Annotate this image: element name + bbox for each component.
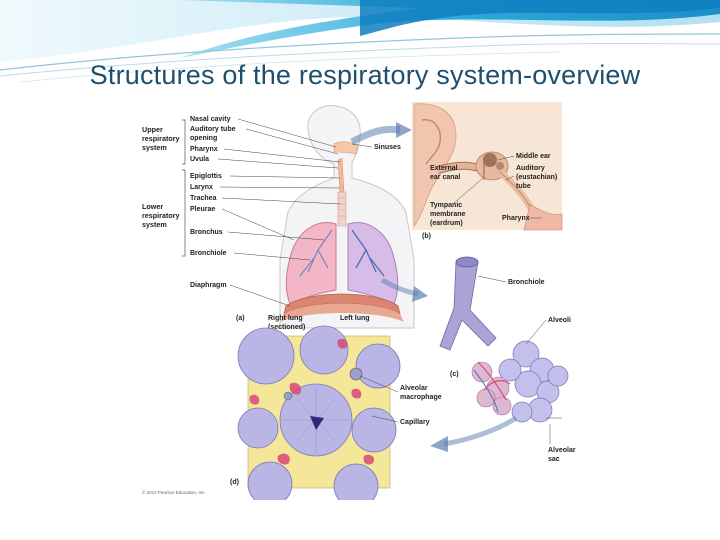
label-external-ear-canal-2: ear canal	[430, 174, 460, 181]
panel-d-letter: (d)	[230, 479, 239, 486]
respiratory-figure: Upper respiratory system Lower respirato…	[138, 100, 582, 500]
label-pharynx: Pharynx	[190, 146, 218, 153]
panel-b-ear-illustration	[412, 102, 563, 231]
label-nasal-cavity: Nasal cavity	[190, 116, 231, 123]
label-left-lung: Left lung	[340, 315, 370, 322]
diaphragm	[280, 293, 404, 322]
label-auditory-tube-3: tube	[516, 183, 531, 190]
label-middle-ear: Middle ear	[516, 153, 551, 160]
label-pharynx-ear: Pharynx	[502, 215, 530, 222]
panel-c-alveoli-illustration	[439, 256, 569, 423]
arrow-to-cells-panel	[430, 415, 518, 452]
header-wave-decoration	[0, 0, 720, 83]
label-auditory-tube-opening-2: opening	[190, 135, 217, 142]
label-tympanic-membrane-1: Tympanic	[430, 202, 462, 209]
copyright-note: © 2012 Pearson Education, Inc.	[142, 489, 206, 495]
label-bronchiole-c: Bronchiole	[508, 279, 545, 286]
label-pleurae: Pleurae	[190, 206, 215, 213]
upper-group-line-1: Upper	[142, 125, 163, 134]
label-alveolar-sac-2: sac	[548, 456, 560, 463]
label-alveolar-macrophage-2: macrophage	[400, 394, 442, 401]
arrow-to-ear-panel	[350, 122, 412, 146]
panel-d-labels: Alveolar macrophage Capillary (d) © 2012…	[142, 375, 442, 495]
label-trachea: Trachea	[190, 195, 217, 202]
right-lung	[285, 222, 337, 305]
lower-group-line-1: Lower	[142, 202, 163, 211]
label-alveolar-sac-1: Alveolar	[548, 447, 576, 454]
label-capillary: Capillary	[400, 419, 430, 426]
label-sinuses: Sinuses	[374, 144, 401, 151]
label-auditory-tube-1: Auditory	[516, 165, 545, 172]
slide-title: Structures of the respiratory system-ove…	[89, 60, 641, 90]
label-epiglottis: Epiglottis	[190, 173, 222, 180]
label-auditory-tube-opening-1: Auditory tube	[190, 126, 236, 133]
panel-b-letter: (b)	[422, 233, 431, 240]
label-larynx: Larynx	[190, 184, 213, 191]
label-right-lung-1: Right lung	[268, 315, 303, 322]
panel-c-labels: Bronchiole Alveoli (c) Alveolar sac	[450, 275, 576, 463]
trachea	[337, 191, 347, 227]
panel-d-cells-illustration	[237, 325, 401, 500]
label-right-lung-2: (sectioned)	[268, 324, 305, 331]
label-alveolar-macrophage-1: Alveolar	[400, 385, 428, 392]
head-airway	[333, 141, 359, 193]
label-alveoli: Alveoli	[548, 317, 571, 324]
arrow-to-alveoli-panel	[380, 277, 428, 302]
label-tympanic-membrane-2: membrane	[430, 211, 466, 218]
label-bronchiole: Bronchiole	[190, 250, 227, 257]
label-diaphragm: Diaphragm	[190, 282, 227, 289]
label-external-ear-canal-1: External	[430, 165, 458, 172]
upper-group-line-3: system	[142, 143, 167, 152]
panel-a-group-labels: Upper respiratory system Lower respirato…	[142, 119, 186, 257]
label-uvula: Uvula	[190, 156, 209, 163]
panel-c-letter: (c)	[450, 371, 459, 378]
lower-group-line-2: respiratory	[142, 211, 180, 220]
upper-group-line-2: respiratory	[142, 134, 180, 143]
label-auditory-tube-2: (eustachian)	[516, 174, 557, 181]
lower-group-line-3: system	[142, 220, 167, 229]
label-tympanic-membrane-3: (eardrum)	[430, 220, 463, 227]
label-bronchus: Bronchus	[190, 229, 223, 236]
panel-b-labels: External ear canal Middle ear Auditory (…	[422, 153, 557, 240]
panel-a-letter: (a)	[236, 315, 245, 322]
panel-a-structure-labels: Nasal cavity Auditory tube opening Phary…	[190, 116, 401, 331]
